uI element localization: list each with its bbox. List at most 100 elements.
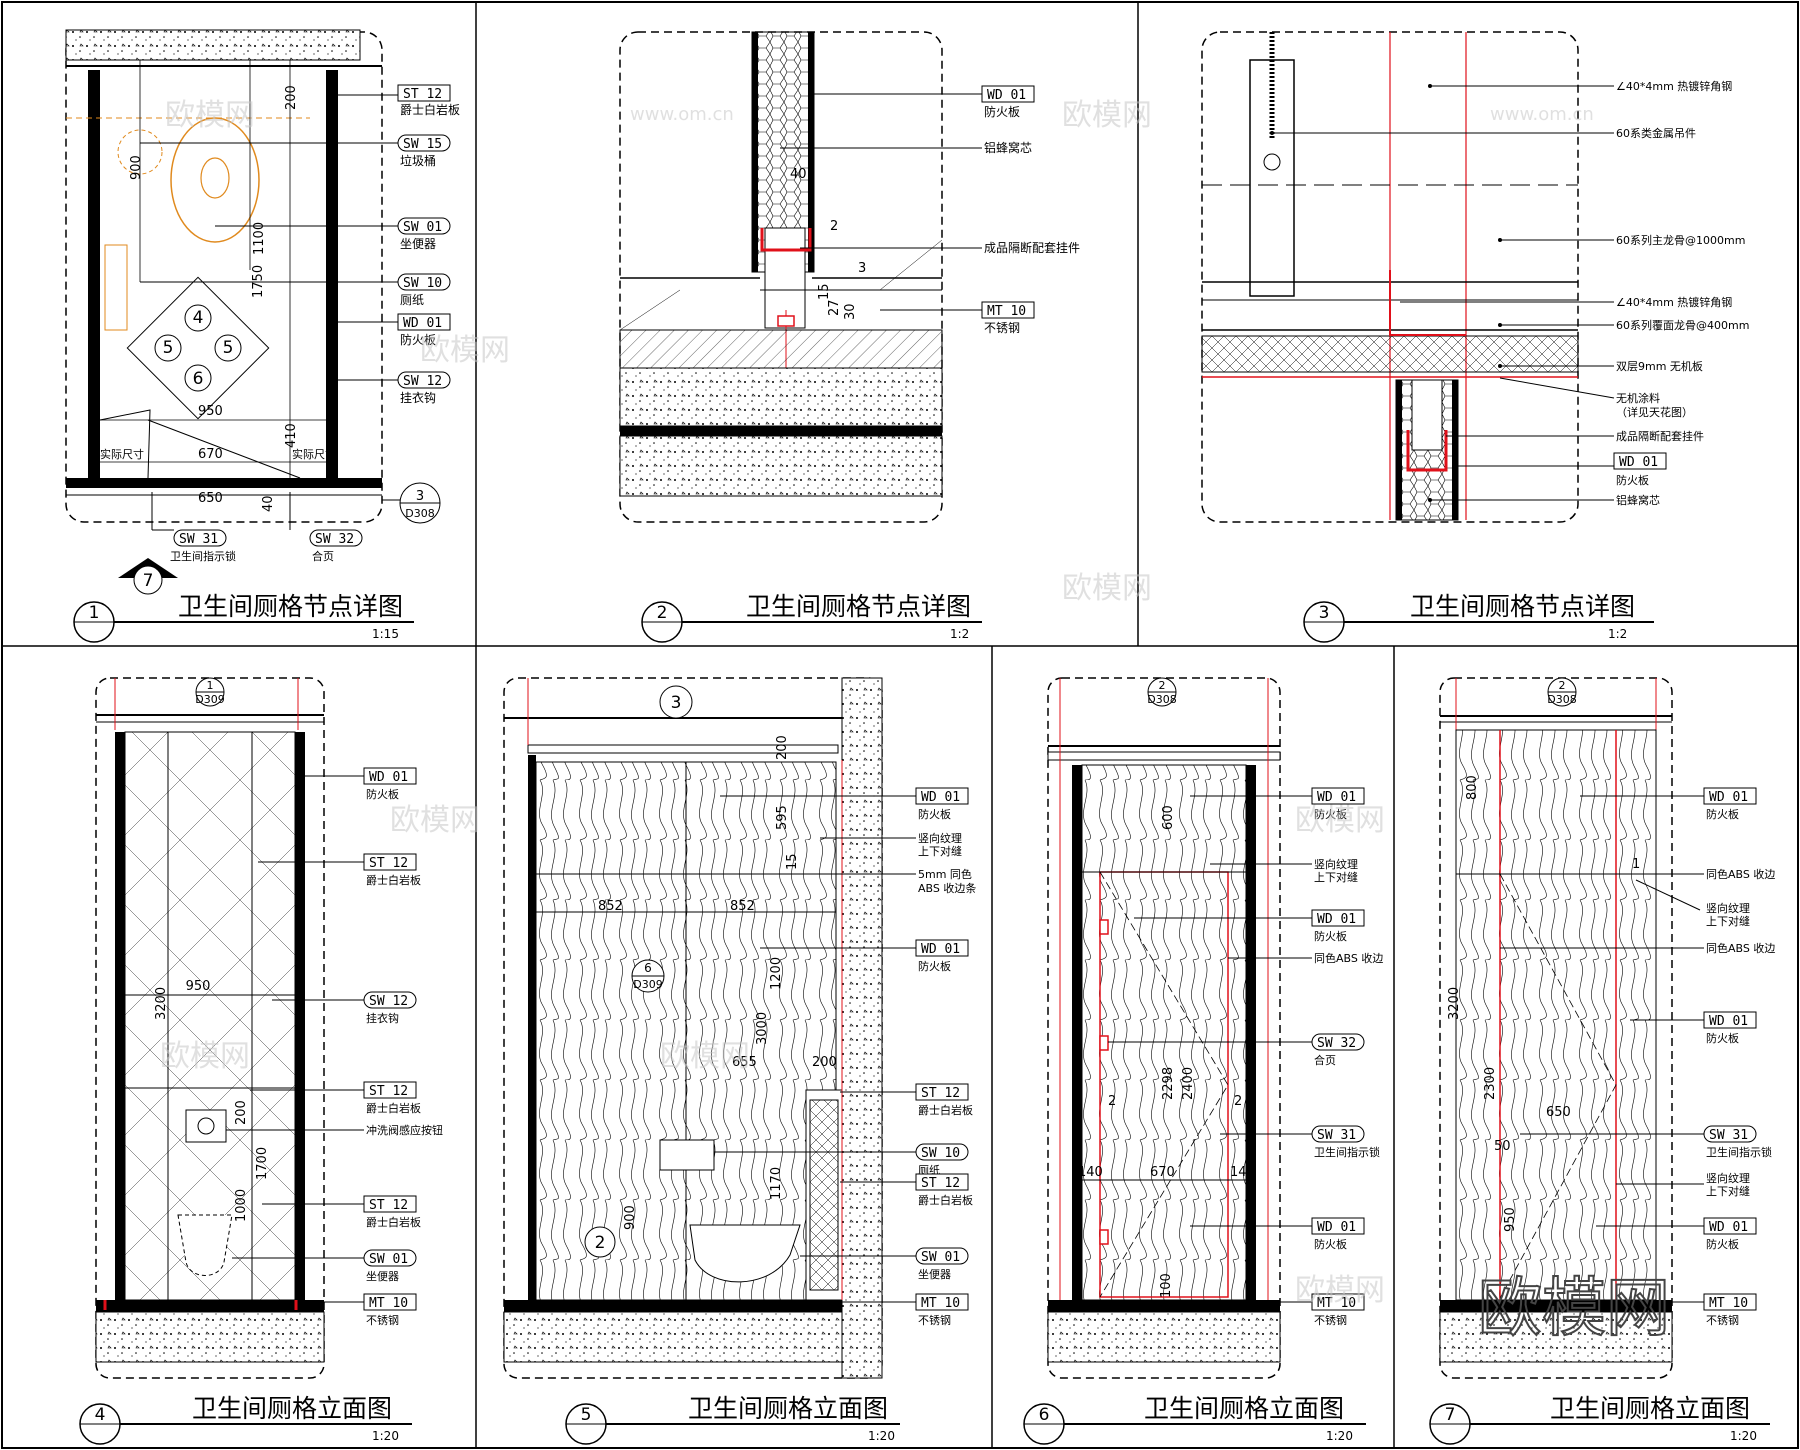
dim: 15	[785, 853, 800, 870]
dim: 15	[817, 283, 832, 300]
tag-sw01: SW 01	[921, 1250, 960, 1265]
panel-number: 3	[1319, 603, 1330, 623]
panel-scale: 1:20	[1326, 1429, 1353, 1443]
tag-wd01: WD 01	[1317, 1220, 1356, 1235]
callout-3: 3	[416, 489, 424, 504]
tag-wd01: WD 01	[369, 770, 408, 785]
label-flush-button: 冲洗阀感应按钮	[366, 1123, 443, 1137]
title-6: 6 卫生间厕格立面图 1:20	[1023, 1394, 1366, 1445]
p6-tags: WD 01 防火板 竖向纹理 上下对缝 WD 01 防火板 同色ABS 收边 S…	[1108, 787, 1383, 1327]
label-abs-strip: ABS 收边条	[918, 881, 976, 895]
tag-mt10: MT 10	[921, 1296, 960, 1311]
watermark: 欧模网	[160, 1039, 250, 1074]
label-abs: 同色ABS 收边	[1706, 941, 1775, 955]
tag-text: 不锈钢	[984, 321, 1020, 335]
p1-tags: ST 12 爵士白岩板 SW 15 垃圾桶 SW 01 坐便器 SW 10 厕纸…	[140, 84, 460, 405]
note: 实际尺寸	[100, 447, 144, 461]
panel-7: 2 D308 800 3200 2300 650 50 950 1 WD 01 …	[1439, 677, 1775, 1379]
title-5: 5 卫生间厕格立面图 1:20	[565, 1394, 900, 1445]
panel-number: 4	[95, 1405, 106, 1425]
watermark: 欧模网	[1295, 803, 1385, 838]
label: 铝蜂窝芯	[1616, 493, 1660, 507]
tag-text: 厕纸	[400, 293, 424, 307]
dim: 410	[284, 423, 299, 448]
watermark: 欧模网	[165, 98, 255, 133]
tag-text: 防火板	[366, 787, 399, 801]
tag-text: 防火板	[1706, 1237, 1739, 1251]
tag-wd01: WD 01	[1619, 455, 1658, 470]
tag-text: 不锈钢	[1314, 1314, 1347, 1327]
dim: 40	[261, 495, 276, 512]
marker-7: 7	[143, 571, 154, 591]
dim: 2	[1234, 1094, 1242, 1109]
label: 成品隔断配套挂件	[1616, 429, 1704, 443]
panel-scale: 1:2	[950, 627, 969, 641]
panel-title: 卫生间厕格立面图	[688, 1394, 888, 1423]
title-3: 3 卫生间厕格节点详图 1:2	[1303, 592, 1654, 643]
tag-text: 防火板	[918, 807, 951, 821]
dim: 2	[1108, 1094, 1116, 1109]
watermark: 欧模网	[420, 333, 510, 368]
label-joint: 上下对缝	[918, 844, 962, 858]
tag-st12: ST 12	[403, 87, 442, 102]
tag-sw10: SW 10	[921, 1146, 960, 1161]
marker-6: 6	[193, 369, 204, 389]
dim: 1000	[234, 1189, 249, 1222]
tag-sw10: SW 10	[403, 276, 442, 291]
panel-scale: 1:2	[1608, 627, 1627, 641]
panel-1: 4 5 5 6 200 900 1100 1750 950 670 650 41…	[65, 29, 460, 595]
note: 实际尺寸	[292, 447, 336, 461]
tag-text: 防火板	[1314, 807, 1347, 821]
watermark-url: www.om.cn	[1490, 104, 1594, 125]
dim: 2	[830, 219, 838, 234]
tag-text: 爵士白岩板	[366, 873, 421, 887]
tag-wd01: WD 01	[403, 316, 442, 331]
title-1: 1 卫生间厕格节点详图 1:15	[73, 592, 414, 643]
dim: 900	[623, 1205, 638, 1230]
title-4: 4 卫生间厕格立面图 1:20	[79, 1394, 412, 1445]
tag-sw31: SW 31	[1317, 1128, 1356, 1143]
tag-sw31: SW 31	[1709, 1128, 1748, 1143]
panel-scale: 1:20	[1730, 1429, 1757, 1443]
dim: 3200	[154, 987, 169, 1020]
panel-scale: 1:20	[372, 1429, 399, 1443]
dim: 2400	[1181, 1067, 1196, 1100]
dim: 200	[812, 1055, 837, 1070]
tag-st12: ST 12	[369, 856, 408, 871]
watermark: 欧模网	[1295, 1273, 1385, 1308]
panel-3: ∠40*4mm 热镀锌角钢 60系类金属吊件 60系列主龙骨@1000mm ∠4…	[1201, 31, 1749, 523]
dim: 40	[790, 167, 807, 182]
title-2: 2 卫生间厕格节点详图 1:2	[641, 592, 982, 643]
tag-text: 爵士白岩板	[366, 1101, 421, 1115]
dim: 670	[198, 447, 223, 462]
tag-text: 垃圾桶	[400, 153, 436, 168]
dim: 1750	[251, 265, 266, 298]
panel-title: 卫生间厕格节点详图	[1410, 592, 1635, 621]
dim: 100	[1159, 1273, 1174, 1298]
tag-mt10: MT 10	[1317, 1296, 1356, 1311]
watermark: 欧模网	[390, 803, 480, 838]
tag-text: 合页	[312, 549, 334, 563]
tag-text: 爵士白岩板	[918, 1193, 973, 1207]
tag-wd01: WD 01	[1709, 1014, 1748, 1029]
label-grain: 竖向纹理	[1314, 857, 1358, 871]
callout-ref: D309	[633, 978, 662, 991]
dim: 50	[1494, 1139, 1511, 1154]
panel-title: 卫生间厕格节点详图	[178, 592, 403, 621]
tag-text: 卫生间指示锁	[170, 549, 236, 563]
dim: 852	[730, 899, 755, 914]
tag-wd01: WD 01	[987, 88, 1026, 103]
dim: 200	[775, 735, 790, 760]
panel-6: 2 D308 600 2298 2400 2 2 140 670 140 100…	[1047, 677, 1383, 1379]
label-abs: 5mm 同色	[918, 867, 972, 881]
tag-sw31: SW 31	[179, 532, 218, 547]
tag-text: 防火板	[1706, 1031, 1739, 1045]
dim: 200	[234, 1100, 249, 1125]
tag-st12: ST 12	[369, 1198, 408, 1213]
tag-wd01: WD 01	[1317, 790, 1356, 805]
tag-sw01: SW 01	[369, 1252, 408, 1267]
tag-mt10: MT 10	[1709, 1296, 1748, 1311]
panel-number: 1	[89, 603, 100, 623]
tag-text: 挂衣钩	[400, 390, 436, 405]
